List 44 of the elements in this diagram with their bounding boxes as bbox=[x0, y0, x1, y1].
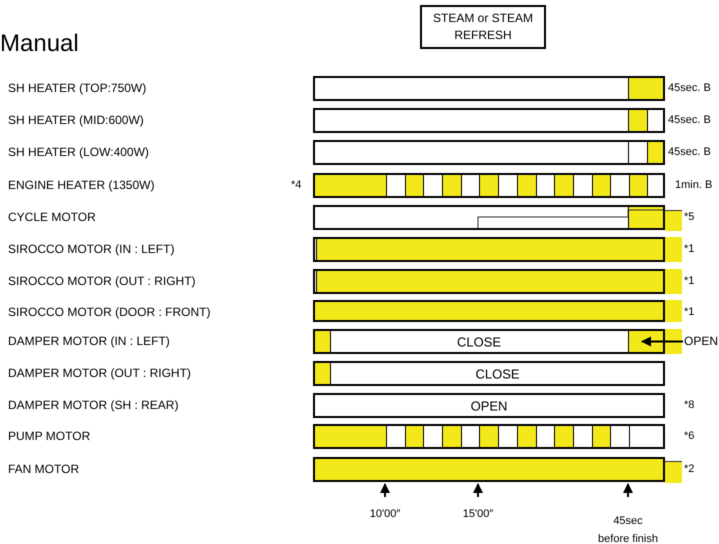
row-label: DAMPER MOTOR (SH : REAR) bbox=[8, 398, 178, 412]
row-label: SIROCCO MOTOR (DOOR : FRONT) bbox=[8, 305, 210, 319]
timing-bar bbox=[313, 361, 665, 386]
timing-bar bbox=[313, 140, 665, 165]
note-mark: *4 bbox=[291, 178, 302, 192]
page-title: Manual bbox=[0, 30, 79, 58]
note-mark: *5 bbox=[684, 210, 694, 224]
note-mark: *6 bbox=[684, 429, 694, 443]
header-box: STEAM or STEAM REFRESH bbox=[420, 5, 546, 49]
row-label: SIROCCO MOTOR (OUT : RIGHT) bbox=[8, 274, 196, 288]
note-mark: *1 bbox=[684, 305, 694, 319]
timing-bar bbox=[313, 393, 665, 418]
row-label: SH HEATER (LOW:400W) bbox=[8, 145, 149, 159]
state-label: CLOSE bbox=[475, 366, 520, 381]
note-mark: *8 bbox=[684, 398, 694, 412]
row-label: FAN MOTOR bbox=[8, 462, 80, 476]
row-label: PUMP MOTOR bbox=[8, 429, 90, 443]
note-mark: *1 bbox=[684, 274, 694, 288]
state-label: CLOSE bbox=[456, 334, 502, 349]
timing-bar bbox=[313, 424, 665, 449]
row-label: CYCLE MOTOR bbox=[8, 210, 96, 224]
state-label: OPEN bbox=[684, 334, 718, 348]
note-label: 45sec. B bbox=[668, 145, 711, 159]
note-label: 45sec. B bbox=[668, 81, 711, 95]
time-label: 15'00″ bbox=[462, 507, 494, 521]
timing-bar bbox=[313, 173, 665, 198]
row-label: DAMPER MOTOR (IN : LEFT) bbox=[8, 334, 170, 348]
arrow bbox=[641, 336, 683, 346]
time-label: 45sec before finish bbox=[597, 514, 659, 544]
note-label: 45sec. B bbox=[668, 113, 711, 127]
note-label: 1min. B bbox=[675, 178, 712, 192]
timing-bar bbox=[313, 108, 665, 133]
state-label: OPEN bbox=[470, 398, 508, 413]
row-label: SH HEATER (TOP:750W) bbox=[8, 81, 146, 95]
row-label: SIROCCO MOTOR (IN : LEFT) bbox=[8, 242, 174, 256]
row-label: SH HEATER (MID:600W) bbox=[8, 113, 144, 127]
timing-bar bbox=[313, 205, 665, 230]
row-label: ENGINE HEATER (1350W) bbox=[8, 178, 154, 192]
row-label: DAMPER MOTOR (OUT : RIGHT) bbox=[8, 366, 191, 380]
note-mark: *1 bbox=[684, 242, 694, 256]
timing-bar bbox=[313, 329, 665, 354]
timing-bar bbox=[313, 76, 665, 101]
time-label: 10'00″ bbox=[370, 507, 400, 521]
note-mark: *2 bbox=[684, 462, 694, 476]
